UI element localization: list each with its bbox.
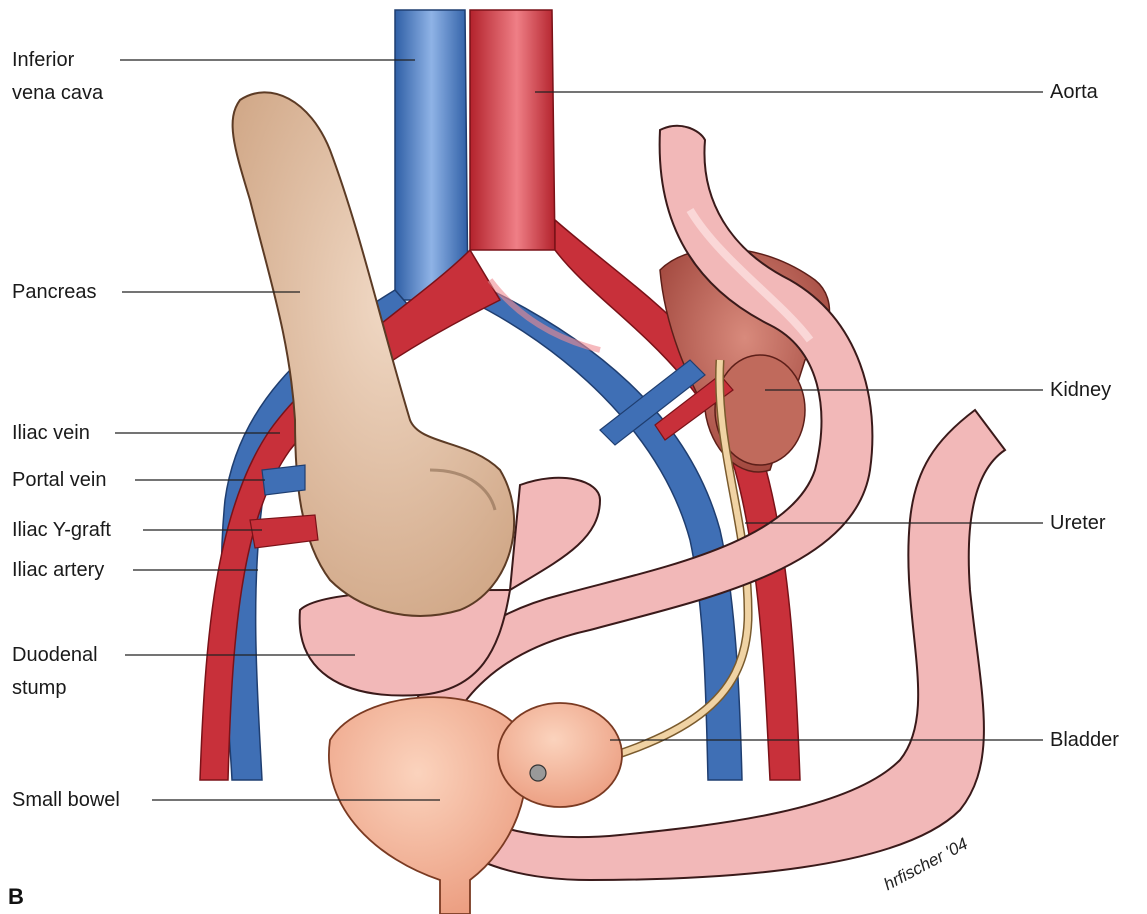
panel-letter: B [8, 884, 24, 910]
label-bladder: Bladder [1050, 725, 1119, 755]
label-duodenal-stump-2: stump [12, 673, 66, 703]
label-iliac-y-graft: Iliac Y-graft [12, 515, 111, 545]
label-iliac-artery: Iliac artery [12, 555, 104, 585]
label-ureter: Ureter [1050, 508, 1106, 538]
label-small-bowel: Small bowel [12, 785, 120, 815]
label-pancreas: Pancreas [12, 277, 97, 307]
inferior-vena-cava [395, 10, 468, 300]
label-inferior-vena-cava-2: vena cava [12, 78, 103, 108]
label-iliac-vein: Iliac vein [12, 418, 90, 448]
label-duodenal-stump-1: Duodenal [12, 640, 98, 670]
label-inferior-vena-cava-1: Inferior [12, 45, 74, 75]
label-kidney: Kidney [1050, 375, 1111, 405]
label-aorta: Aorta [1050, 77, 1098, 107]
bladder [329, 697, 622, 914]
label-portal-vein: Portal vein [12, 465, 107, 495]
aorta [470, 10, 555, 250]
